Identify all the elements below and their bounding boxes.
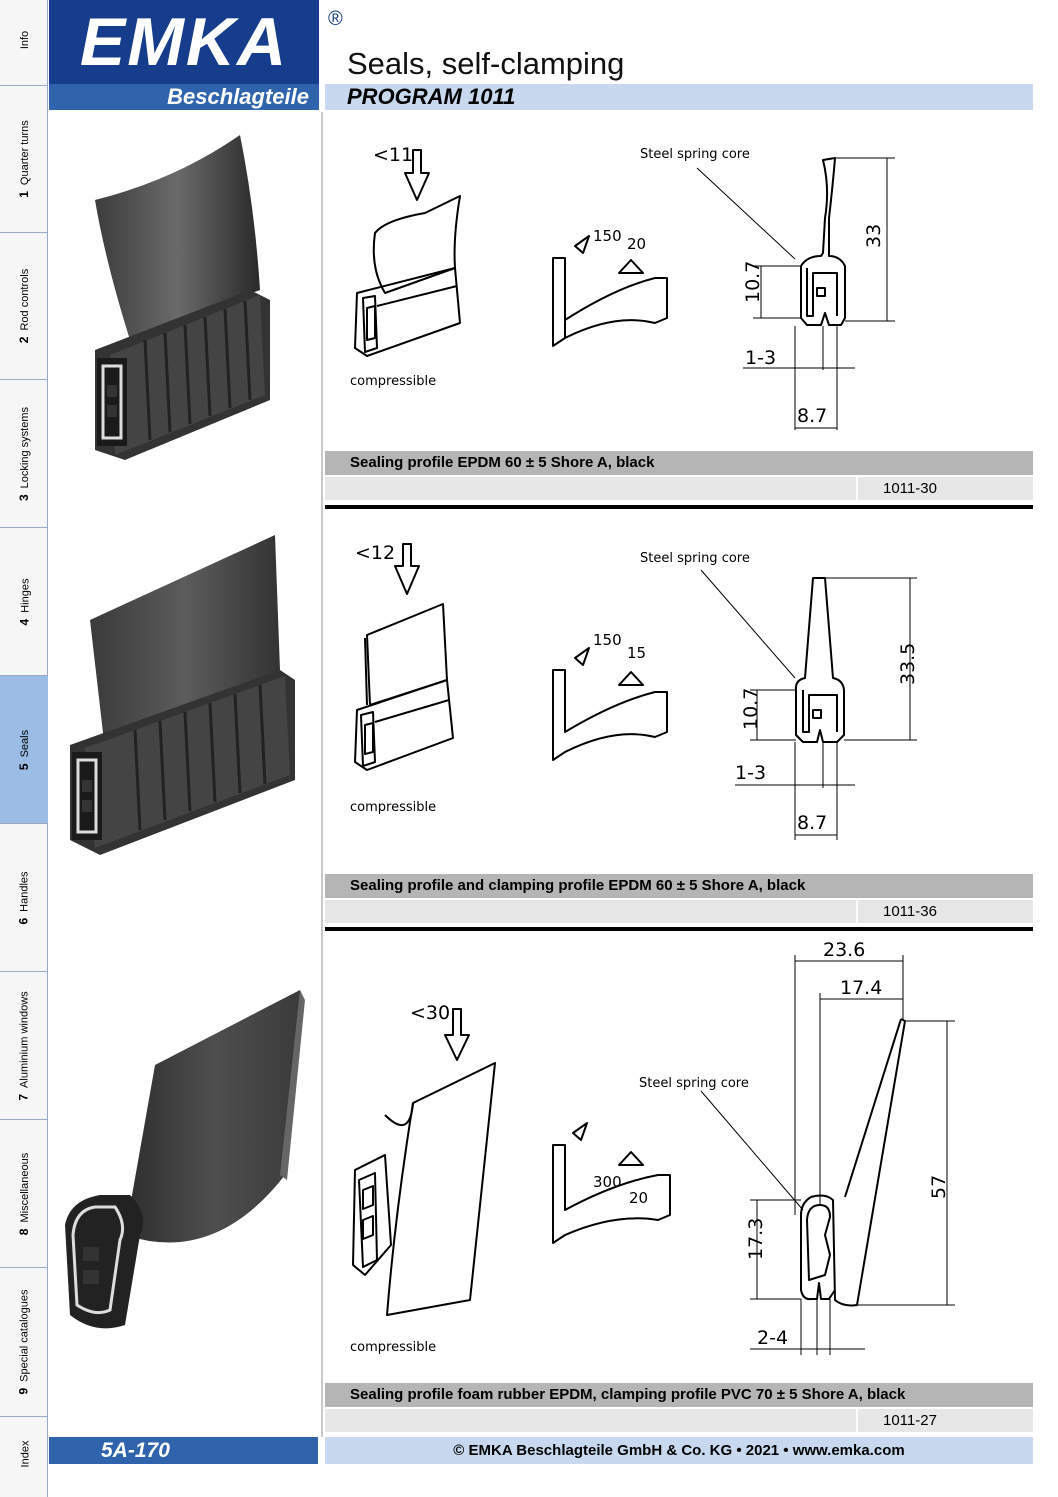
section-description: Sealing profile EPDM 60 ± 5 Shore A, bla… — [325, 451, 1033, 475]
copyright-footer: © EMKA Beschlagteile GmbH & Co. KG • 202… — [325, 1437, 1033, 1464]
dim-grip: 1-3 — [735, 762, 766, 784]
article-code: 1011-30 — [856, 477, 1033, 500]
dim-angle-a: 150 — [593, 227, 622, 245]
code-row: 1011-36 — [325, 900, 1033, 923]
dim-clamp-range: <12 — [355, 542, 395, 564]
tab-locking-systems[interactable]: 3Locking systems — [0, 380, 48, 528]
compressible-label: compressible — [350, 1340, 436, 1355]
tab-miscellaneous[interactable]: 8Miscellaneous — [0, 1120, 48, 1268]
section-separator — [325, 505, 1033, 509]
tab-aluminium-windows[interactable]: 7Aluminium windows — [0, 972, 48, 1120]
dim-angle-b: 15 — [627, 644, 646, 662]
dim-grip: 1-3 — [745, 347, 776, 369]
compressible-label: compressible — [350, 800, 436, 815]
callout-label: Steel spring core — [640, 147, 750, 162]
dim-clamp-height: 17.3 — [745, 1218, 767, 1260]
code-row: 1011-27 — [325, 1409, 1033, 1432]
dim-grip: 2-4 — [757, 1327, 788, 1349]
section-separator — [325, 927, 1033, 931]
tab-hinges[interactable]: 4Hinges — [0, 528, 48, 676]
callout-label: Steel spring core — [640, 551, 750, 566]
program-bar: PROGRAM 1011 — [325, 84, 1033, 110]
registered-mark: ® — [328, 8, 343, 30]
emka-logo: EMKA — [49, 0, 319, 84]
section-description: Sealing profile foam rubber EPDM, clampi… — [325, 1383, 1033, 1407]
dim-clamp-height: 10.7 — [740, 688, 762, 730]
article-code: 1011-27 — [856, 1409, 1033, 1432]
column-divider — [321, 112, 323, 1437]
dim-angle-b: 20 — [627, 235, 646, 253]
product-photo-1011-36 — [70, 535, 295, 855]
dim-width: 8.7 — [797, 812, 827, 834]
dim-angle-a: 150 — [593, 631, 622, 649]
tab-special-catalogues[interactable]: 9Special catalogues — [0, 1268, 48, 1417]
technical-drawing-1011-30: <11 150 20 Steel spring core 33 10.7 1-3… — [350, 144, 895, 430]
dim-clamp-range: <11 — [373, 144, 413, 166]
dim-width-total: 23.6 — [823, 939, 865, 961]
dim-angle-b: 20 — [629, 1189, 648, 1207]
dim-width-lip: 17.4 — [840, 977, 882, 999]
dim-clamp-range: <30 — [410, 1002, 450, 1024]
product-photo-1011-27 — [65, 990, 305, 1329]
article-code: 1011-36 — [856, 900, 1033, 923]
technical-drawing-1011-27: <30 300 20 Steel spring core 23.6 17.4 5… — [350, 939, 955, 1355]
tab-handles[interactable]: 6Handles — [0, 824, 48, 972]
tab-seals[interactable]: 5Seals — [0, 676, 48, 824]
tab-quarter-turns[interactable]: 1Quarter turns — [0, 86, 48, 233]
compressible-label: compressible — [350, 374, 436, 389]
dim-angle-a: 300 — [593, 1173, 622, 1191]
code-row: 1011-30 — [325, 477, 1033, 500]
chapter-tabs: Info 1Quarter turns 2Rod controls 3Locki… — [0, 0, 48, 1497]
logo-subtitle: Beschlagteile — [49, 84, 319, 110]
tab-index[interactable]: Index — [18, 1440, 31, 1468]
callout-label: Steel spring core — [639, 1076, 749, 1091]
section-description: Sealing profile and clamping profile EPD… — [325, 874, 1033, 898]
product-photo-1011-30 — [95, 135, 270, 460]
tab-rod-controls[interactable]: 2Rod controls — [0, 233, 48, 380]
tab-info[interactable]: Info — [0, 0, 48, 86]
dim-height: 57 — [928, 1175, 950, 1199]
technical-drawing-1011-36: <12 150 15 Steel spring core 33.5 10.7 1… — [350, 542, 919, 840]
dim-height: 33 — [863, 224, 885, 248]
page-title: Seals, self-clamping — [347, 46, 625, 81]
dim-height: 33.5 — [897, 643, 919, 685]
dim-clamp-height: 10.7 — [742, 261, 764, 303]
page-number: 5A-170 — [49, 1437, 318, 1464]
dim-width: 8.7 — [797, 405, 827, 427]
